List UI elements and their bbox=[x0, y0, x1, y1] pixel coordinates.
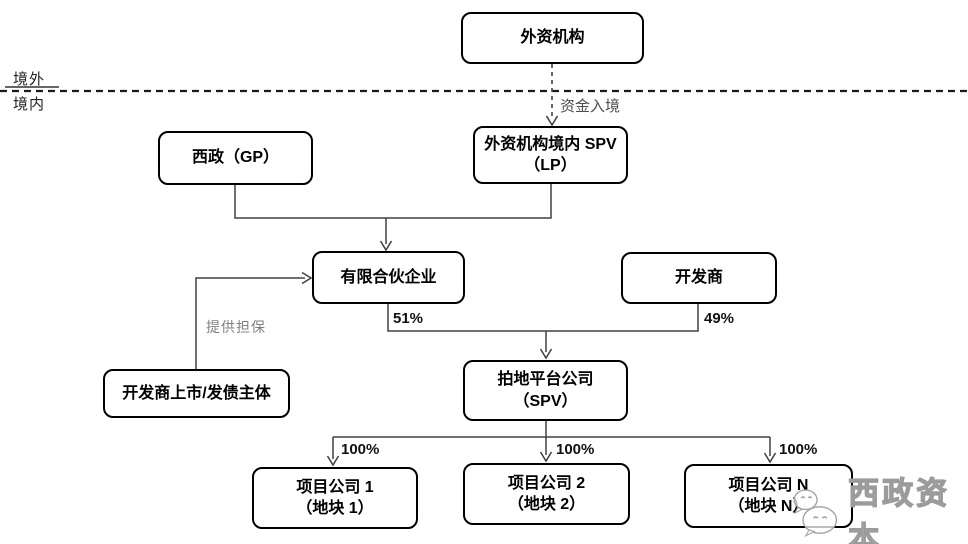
ownership-100-label-1: 100% bbox=[341, 441, 380, 458]
node-project-company-n: 项目公司 N （地块 N） bbox=[684, 464, 853, 528]
node-label: 项目公司 2 bbox=[507, 474, 586, 492]
node-label: （LP） bbox=[524, 157, 577, 174]
ownership-100-label-3: 100% bbox=[779, 441, 818, 458]
node-label: 拍地平台公司 bbox=[497, 371, 594, 389]
node-label: 有限合伙企业 bbox=[340, 268, 437, 286]
ownership-49-label: 49% bbox=[704, 310, 735, 327]
node-xizheng-gp: 西政（GP） bbox=[158, 131, 313, 185]
node-label: 外资机构 bbox=[520, 29, 585, 47]
node-label: 外资机构境内 SPV bbox=[484, 135, 617, 153]
onshore-label: 境内 bbox=[13, 96, 46, 113]
node-label: 开发商 bbox=[674, 269, 723, 287]
watermark: 西政资本 bbox=[788, 468, 968, 544]
ownership-100-label-2: 100% bbox=[556, 441, 595, 458]
node-project-company-1: 项目公司 1 （地块 1） bbox=[252, 467, 418, 529]
node-label: （地块 1） bbox=[296, 500, 374, 517]
node-foreign-domestic-spv-lp: 外资机构境内 SPV （LP） bbox=[473, 126, 628, 184]
node-label: 西政（GP） bbox=[191, 149, 280, 167]
node-label: （地块 2） bbox=[507, 496, 586, 513]
ownership-51-label: 51% bbox=[393, 310, 424, 327]
node-label: （SPV） bbox=[513, 392, 578, 410]
node-project-company-2: 项目公司 2 （地块 2） bbox=[463, 463, 630, 525]
capital-entry-label: 资金入境 bbox=[560, 98, 621, 115]
node-limited-partnership: 有限合伙企业 bbox=[312, 251, 465, 304]
wechat-icon bbox=[793, 489, 838, 538]
node-label: 项目公司 1 bbox=[296, 478, 374, 496]
node-developer: 开发商 bbox=[621, 252, 777, 304]
offshore-label: 境外 bbox=[13, 71, 46, 88]
node-label: （地块 N） bbox=[728, 498, 809, 515]
node-developer-listed-entity: 开发商上市/发债主体 bbox=[103, 369, 290, 418]
node-foreign-institution: 外资机构 bbox=[461, 12, 644, 64]
watermark-text: 西政资本 bbox=[848, 475, 951, 544]
guarantee-label: 提供担保 bbox=[206, 319, 266, 335]
node-land-auction-platform-spv: 拍地平台公司 （SPV） bbox=[463, 360, 628, 421]
node-label: 开发商上市/发债主体 bbox=[122, 384, 271, 402]
node-label: 项目公司 N bbox=[728, 476, 809, 494]
